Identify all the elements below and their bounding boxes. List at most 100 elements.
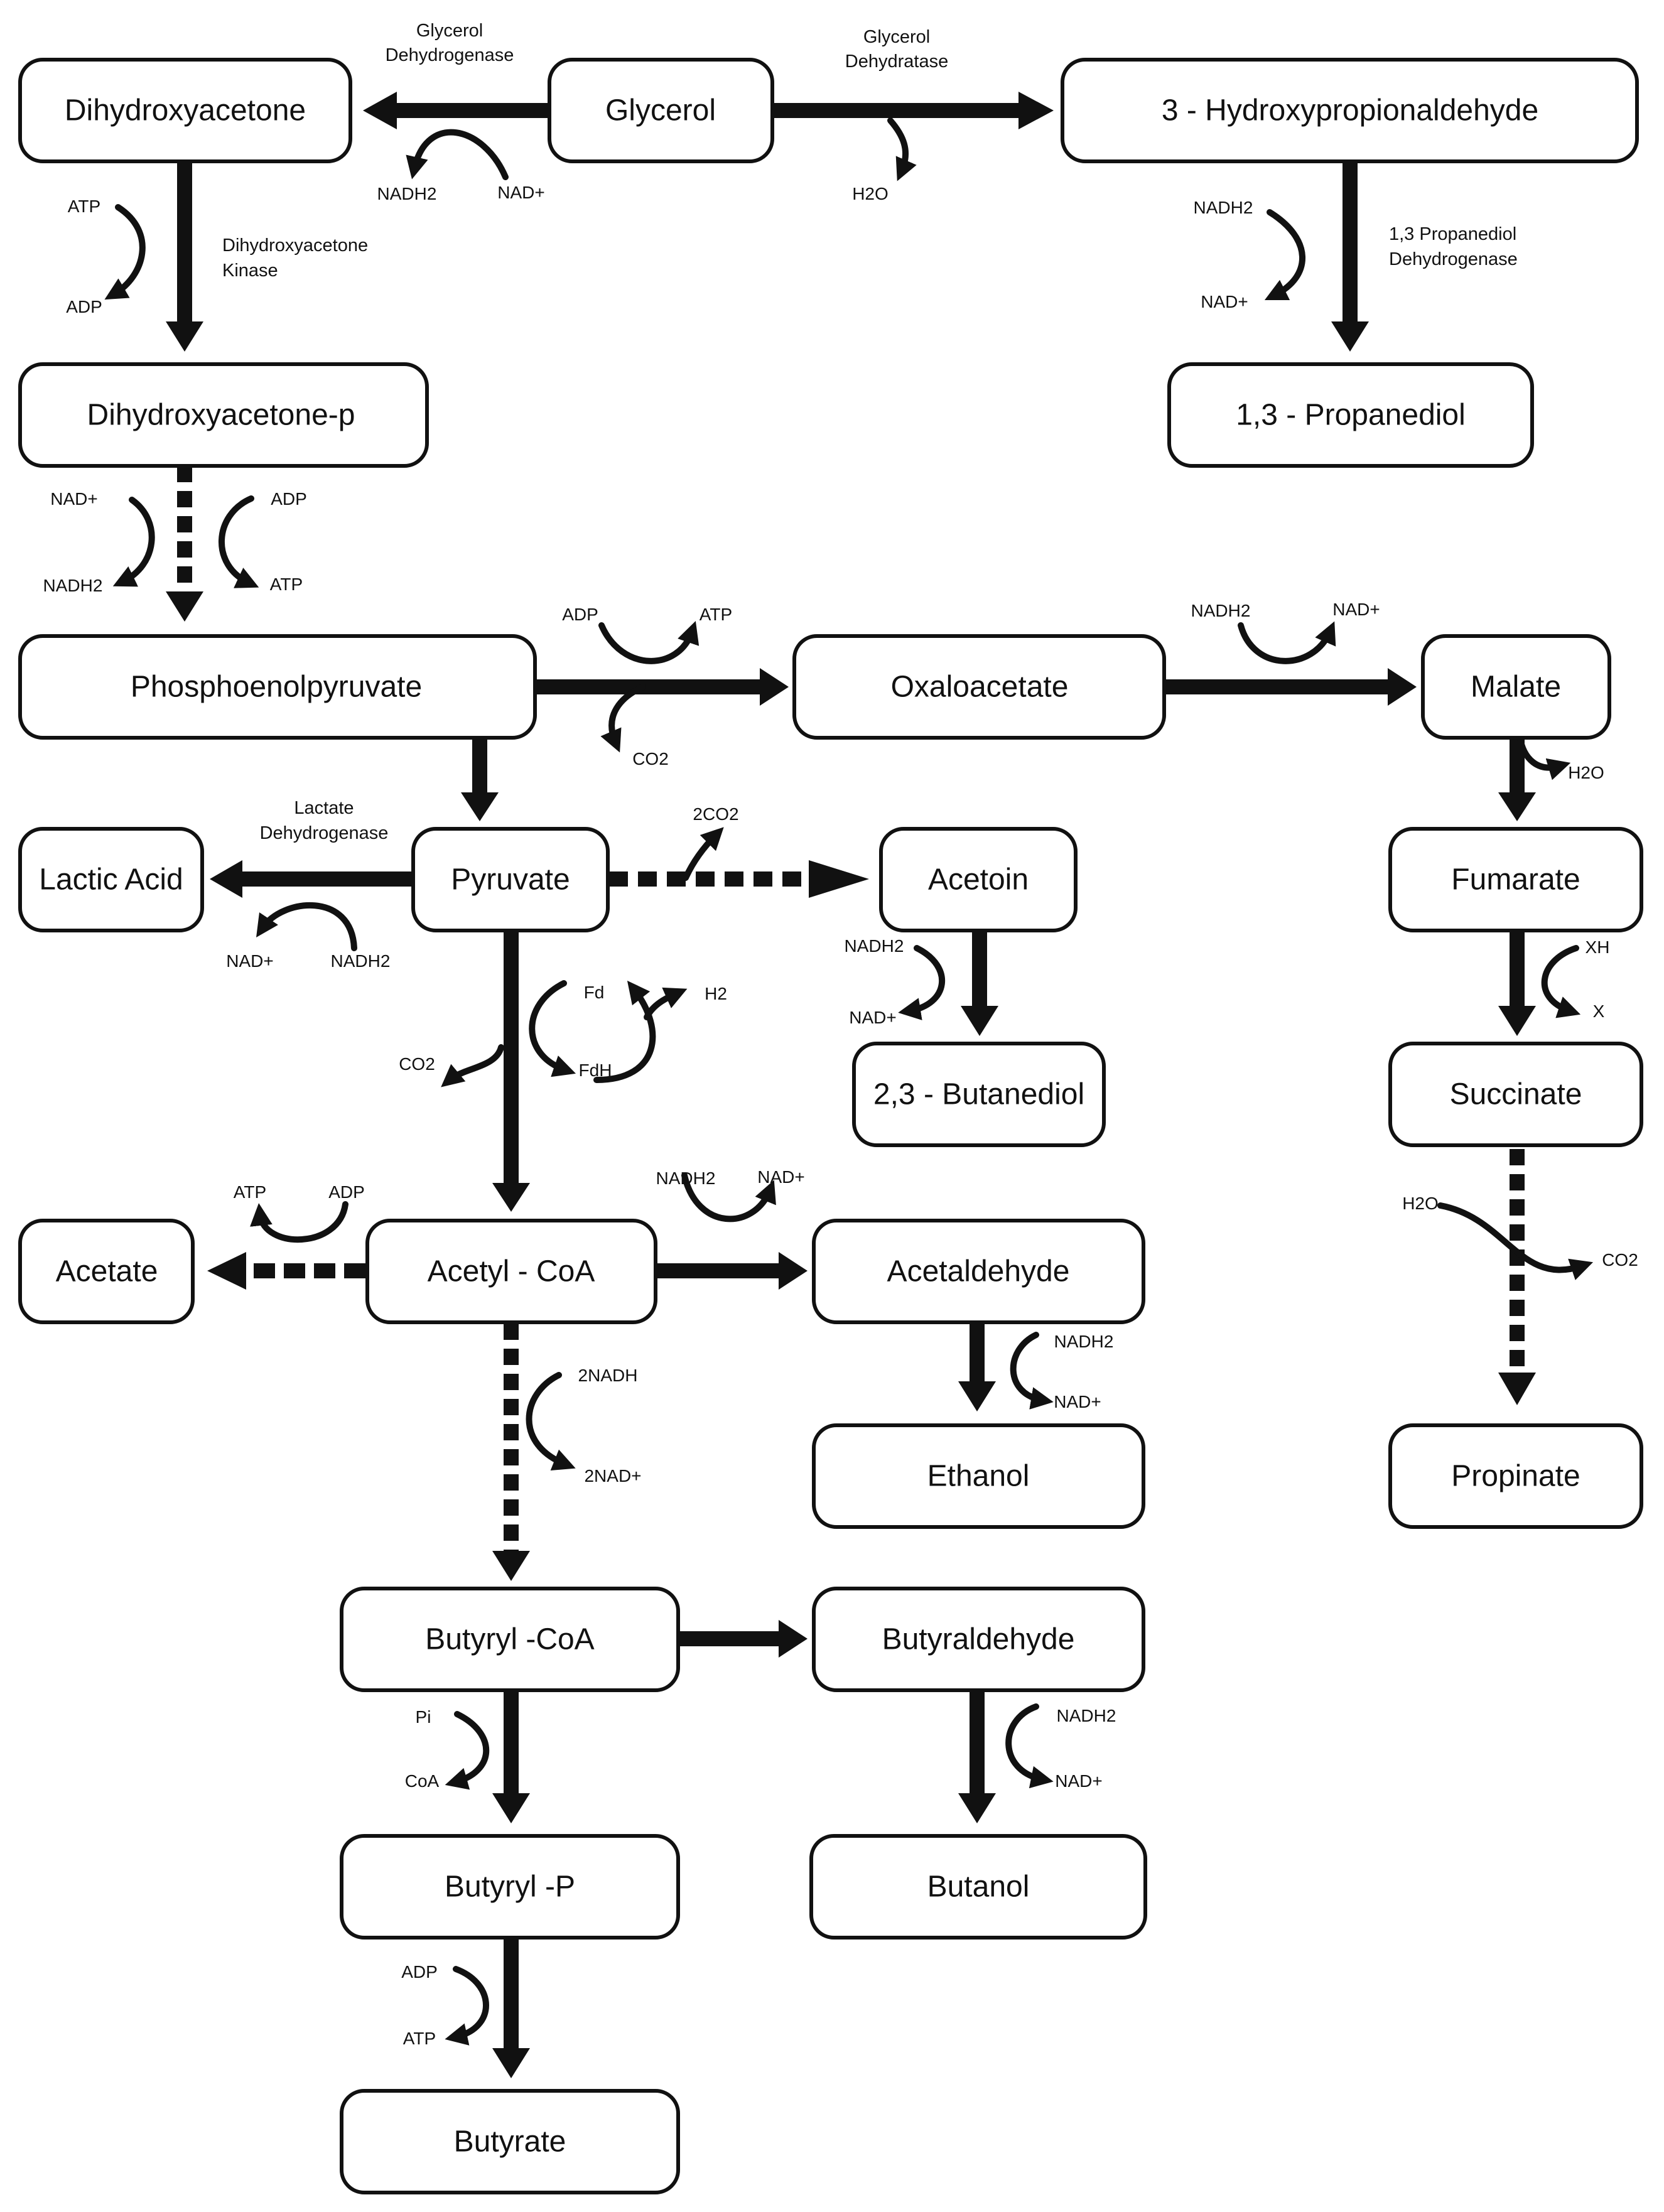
node-dihydroxyacetone-p: Dihydroxyacetone-p <box>18 362 429 468</box>
cofactor-pepck-atp: ATP <box>700 605 732 624</box>
node-acetate: Acetate <box>18 1219 195 1324</box>
arrow-acetaldehyde-to-ethanol <box>958 1324 996 1411</box>
cofactor-mdh-nadh2: NADH2 <box>1191 601 1251 620</box>
node-malate-label: Malate <box>1471 671 1561 704</box>
node-acetaldehyde-label: Acetaldehyde <box>887 1255 1070 1288</box>
curve-bdh-nadh <box>1005 1703 1054 1789</box>
node-oxaloacetate-label: Oxaloacetate <box>891 671 1069 704</box>
enzyme-glycerol-dehydratase-line1: Glycerol <box>863 27 930 47</box>
cofactor-bdh-nadh2: NADH2 <box>1057 1706 1116 1725</box>
arrow-glycerol-to-hpa <box>772 92 1054 129</box>
curve-pfor-fdh <box>593 980 656 1083</box>
node-glycerol-label: Glycerol <box>605 94 716 127</box>
arrow-butyrylp-to-butyrate <box>492 1939 530 2078</box>
enzyme-glycerol-dehydratase-line2: Dehydratase <box>845 51 948 72</box>
cofactor-pfor-co2: CO2 <box>399 1054 435 1074</box>
cofactor-gdh-nad: NAD+ <box>497 183 544 202</box>
enzyme-lactate-dehydrogenase-line1: Lactate <box>294 798 354 818</box>
arrow-glycerol-to-dihydroxyacetone <box>363 92 549 129</box>
cofactor-acetoin-nad: NAD+ <box>849 1008 896 1027</box>
arrow-succinate-to-propinate-dashed <box>1498 1149 1536 1405</box>
curve-ldh-nadh <box>256 902 357 951</box>
node-succinate-label: Succinate <box>1450 1078 1582 1111</box>
arrow-dhap-to-pep-dashed <box>166 466 203 622</box>
node-butanediol-label: 2,3 - Butanediol <box>873 1078 1084 1111</box>
node-butyrate-label: Butyrate <box>454 2125 566 2159</box>
arrow-acetylcoa-to-acetate-dashed <box>207 1252 365 1290</box>
cofactor-eth-nadh2: NADH2 <box>1054 1332 1114 1351</box>
cofactor-adh-nadh2: NADH2 <box>656 1168 716 1188</box>
cofactor-glyc-atp: ATP <box>270 575 303 594</box>
node-acetylcoa-label: Acetyl - CoA <box>428 1255 595 1288</box>
cofactor-ldh-nad: NAD+ <box>226 951 273 971</box>
enzyme-dha-kinase-line1: Dihydroxyacetone <box>222 235 368 256</box>
node-ethanol-label: Ethanol <box>927 1460 1030 1493</box>
cofactor-mdh-nad: NAD+ <box>1332 600 1380 619</box>
cofactor-pepck-adp: ADP <box>562 605 598 624</box>
cofactor-ldh-nadh2: NADH2 <box>331 951 391 971</box>
node-succinate: Succinate <box>1388 1042 1643 1147</box>
node-dihydroxyacetone: Dihydroxyacetone <box>18 58 352 163</box>
curve-fumarate-reductase-xh <box>1541 945 1581 1018</box>
cofactor-ack-atp: ATP <box>234 1182 266 1202</box>
arrow-malate-to-fumarate <box>1498 736 1536 821</box>
cofactor-glyc-nad: NAD+ <box>50 489 97 509</box>
cofactor-dhak-adp: ADP <box>66 297 102 316</box>
cofactor-buk-adp: ADP <box>401 1962 438 1982</box>
node-fumarate-label: Fumarate <box>1451 863 1580 897</box>
curve-ptb-pi <box>445 1711 490 1790</box>
enzyme-glycerol-dehydrogenase-line1: Glycerol <box>416 21 483 41</box>
curve-ethanol-dh-nadh <box>1010 1332 1054 1410</box>
curve-dhap-nad <box>112 497 155 587</box>
cofactor-buk-atp: ATP <box>403 2029 436 2048</box>
cofactor-acetoin-nadh2: NADH2 <box>845 936 904 956</box>
arrow-hpa-to-propanediol <box>1331 162 1369 352</box>
cofactor-glyc-nadh2: NADH2 <box>43 576 103 595</box>
arrow-acetoin-to-butanediol <box>961 931 998 1036</box>
node-oxaloacetate: Oxaloacetate <box>792 634 1166 740</box>
arrow-pyruvate-to-lactic-acid <box>210 860 412 898</box>
node-pep-label: Phosphoenolpyruvate <box>131 671 422 704</box>
metabolite-nodes: Dihydroxyacetone Glycerol 3 - Hydroxypro… <box>18 58 1643 2194</box>
cofactor-pfor-h2: H2 <box>705 984 727 1003</box>
cofactor-adh-nad: NAD+ <box>757 1167 804 1187</box>
arrow-pyruvate-to-acetoin-dashed <box>609 860 869 898</box>
node-dihydroxyacetone-label: Dihydroxyacetone <box>65 94 306 127</box>
curve-ack-adp <box>250 1201 348 1243</box>
arrow-pep-to-oxaloacetate <box>535 668 789 706</box>
node-butyrate: Butyrate <box>340 2089 680 2194</box>
cofactor-but-2nad: 2NAD+ <box>584 1466 641 1486</box>
cofactor-pepck-co2: CO2 <box>632 749 669 769</box>
node-acetaldehyde: Acetaldehyde <box>812 1219 1145 1324</box>
enzyme-labels: Glycerol Dehydrogenase Glycerol Dehydrat… <box>222 21 1518 843</box>
arrow-dha-to-dhap <box>166 162 203 352</box>
enzyme-dha-kinase-line2: Kinase <box>222 261 278 281</box>
enzyme-lactate-dehydrogenase-line2: Dehydrogenase <box>260 823 389 843</box>
node-malate: Malate <box>1421 634 1611 740</box>
curve-glycerol-dehydrogenase-nad <box>406 129 509 180</box>
cofactor-pdo-nadh2: NADH2 <box>1194 198 1253 217</box>
node-2-3-butanediol: 2,3 - Butanediol <box>852 1042 1106 1147</box>
curve-fumarase-h2o <box>1516 733 1571 780</box>
curve-als-2co2 <box>683 827 724 881</box>
arrow-acetylcoa-to-butyrylcoa-dashed <box>492 1324 530 1581</box>
cofactor-glyc-adp: ADP <box>271 489 307 509</box>
arrow-acetylcoa-to-acetaldehyde <box>656 1252 808 1290</box>
cofactor-labels: NADH2 NAD+ H2O ATP ADP NADH2 NAD+ NAD+ N… <box>43 183 1638 2048</box>
node-acetoin: Acetoin <box>879 827 1078 932</box>
cofactor-dhak-atp: ATP <box>68 197 100 216</box>
node-glycerol: Glycerol <box>548 58 774 163</box>
node-lactic-acid: Lactic Acid <box>18 827 204 932</box>
curve-succinate-h2o <box>1437 1202 1594 1280</box>
curve-pepck-adp <box>598 620 700 664</box>
node-fumarate: Fumarate <box>1388 827 1643 932</box>
curve-dha-kinase-atp <box>104 204 146 300</box>
cofactor-arrows <box>104 117 1594 2046</box>
cofactor-gdh-nadh2: NADH2 <box>377 184 437 203</box>
node-butyrylcoa-label: Butyryl -CoA <box>425 1623 594 1656</box>
node-butyryl-p: Butyryl -P <box>340 1834 680 1940</box>
cofactor-pfor-fdh: FdH <box>579 1060 612 1080</box>
cofactor-fum-h2o: H2O <box>1568 763 1604 782</box>
curve-pepck-co2 <box>600 684 646 753</box>
